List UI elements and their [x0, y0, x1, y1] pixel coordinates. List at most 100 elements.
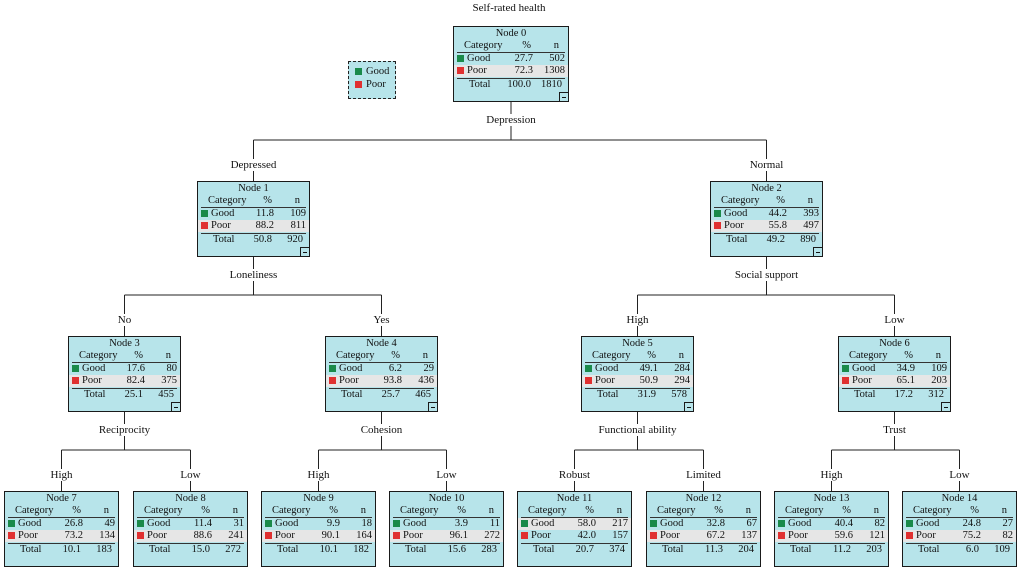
poor-swatch-icon — [457, 67, 464, 74]
good-swatch-icon — [8, 520, 15, 527]
row-count: 578 — [671, 389, 687, 400]
row-count: 49 — [104, 518, 116, 529]
header-n: n — [488, 505, 494, 516]
header-percent: % — [842, 505, 851, 516]
collapse-icon[interactable] — [300, 247, 310, 257]
good-swatch-icon — [906, 520, 913, 527]
row-label: Total — [469, 79, 491, 90]
node-title: Node 1 — [238, 183, 269, 194]
collapse-icon[interactable] — [684, 402, 694, 412]
branch-label: Low — [948, 469, 971, 481]
header-n: n — [873, 505, 879, 516]
row-count: 272 — [225, 544, 241, 555]
row-count: 294 — [674, 375, 690, 386]
row-count: 393 — [803, 208, 819, 219]
header-percent: % — [585, 505, 594, 516]
row-percent: 17.2 — [894, 389, 913, 400]
node-header-row: Category%n — [842, 350, 947, 363]
collapse-icon[interactable] — [941, 402, 951, 412]
branch-label: High — [49, 469, 74, 481]
row-count: 82 — [1002, 530, 1014, 541]
row-label: Poor — [82, 375, 102, 386]
row-count: 811 — [290, 220, 306, 231]
header-percent: % — [522, 40, 531, 51]
row-count: 31 — [233, 518, 245, 529]
row-label: Good — [82, 363, 106, 374]
row-count: 272 — [484, 530, 500, 541]
node-title: Node 7 — [46, 493, 77, 504]
branch-label: High — [819, 469, 844, 481]
row-count: 109 — [290, 208, 306, 219]
row-percent: 59.6 — [834, 530, 853, 541]
node-title: Node 6 — [879, 338, 910, 349]
row-count: 203 — [866, 544, 882, 555]
row-label: Good — [660, 518, 684, 529]
header-n: n — [807, 195, 813, 206]
row-count: 241 — [228, 530, 244, 541]
header-category: Category — [15, 505, 54, 516]
node-title: Node 12 — [685, 493, 722, 504]
row-label: Good — [275, 518, 299, 529]
row-label: Total — [662, 544, 684, 555]
row-label: Good — [403, 518, 427, 529]
row-count: 18 — [361, 518, 373, 529]
header-n: n — [935, 350, 941, 361]
node-title: Node 11 — [556, 493, 593, 504]
row-percent: 49.1 — [639, 363, 658, 374]
node-header-row: Category%n — [457, 40, 565, 53]
row-label: Good — [211, 208, 235, 219]
split-variable-label: Functional ability — [597, 424, 678, 436]
row-label: Poor — [467, 65, 487, 76]
collapse-icon[interactable] — [813, 247, 823, 257]
row-count: 183 — [96, 544, 112, 555]
row-percent: 44.2 — [768, 208, 787, 219]
node-header-row: Category%n — [714, 195, 819, 208]
header-percent: % — [134, 350, 143, 361]
collapse-icon[interactable] — [559, 92, 569, 102]
row-percent: 11.8 — [256, 208, 274, 219]
good-swatch-icon — [778, 520, 785, 527]
poor-swatch-icon — [8, 532, 15, 539]
row-label: Poor — [211, 220, 231, 231]
header-category: Category — [849, 350, 888, 361]
row-label: Total — [149, 544, 171, 555]
row-count: 121 — [869, 530, 885, 541]
row-label: Poor — [660, 530, 680, 541]
row-label: Good — [724, 208, 748, 219]
header-category: Category — [400, 505, 439, 516]
row-count: 182 — [353, 544, 369, 555]
row-percent: 10.1 — [319, 544, 338, 555]
legend-item-good: Good — [349, 65, 395, 78]
node-title: Node 5 — [622, 338, 653, 349]
row-percent: 11.4 — [194, 518, 212, 529]
node-row-good: Good 11.8 109 — [198, 208, 309, 220]
chart-title: Self-rated health — [471, 2, 547, 14]
row-count: 11 — [489, 518, 500, 529]
node-title: Node 0 — [495, 28, 527, 39]
good-swatch-icon — [329, 365, 336, 372]
row-percent: 40.4 — [834, 518, 853, 529]
row-percent: 67.2 — [706, 530, 725, 541]
row-count: 312 — [928, 389, 944, 400]
header-category: Category — [785, 505, 824, 516]
row-percent: 50.9 — [639, 375, 658, 386]
collapse-icon[interactable] — [428, 402, 438, 412]
row-label: Total — [277, 544, 299, 555]
row-count: 497 — [803, 220, 819, 231]
row-label: Poor — [788, 530, 808, 541]
row-percent: 15.0 — [191, 544, 210, 555]
collapse-icon[interactable] — [171, 402, 181, 412]
branch-label: Limited — [685, 469, 722, 481]
